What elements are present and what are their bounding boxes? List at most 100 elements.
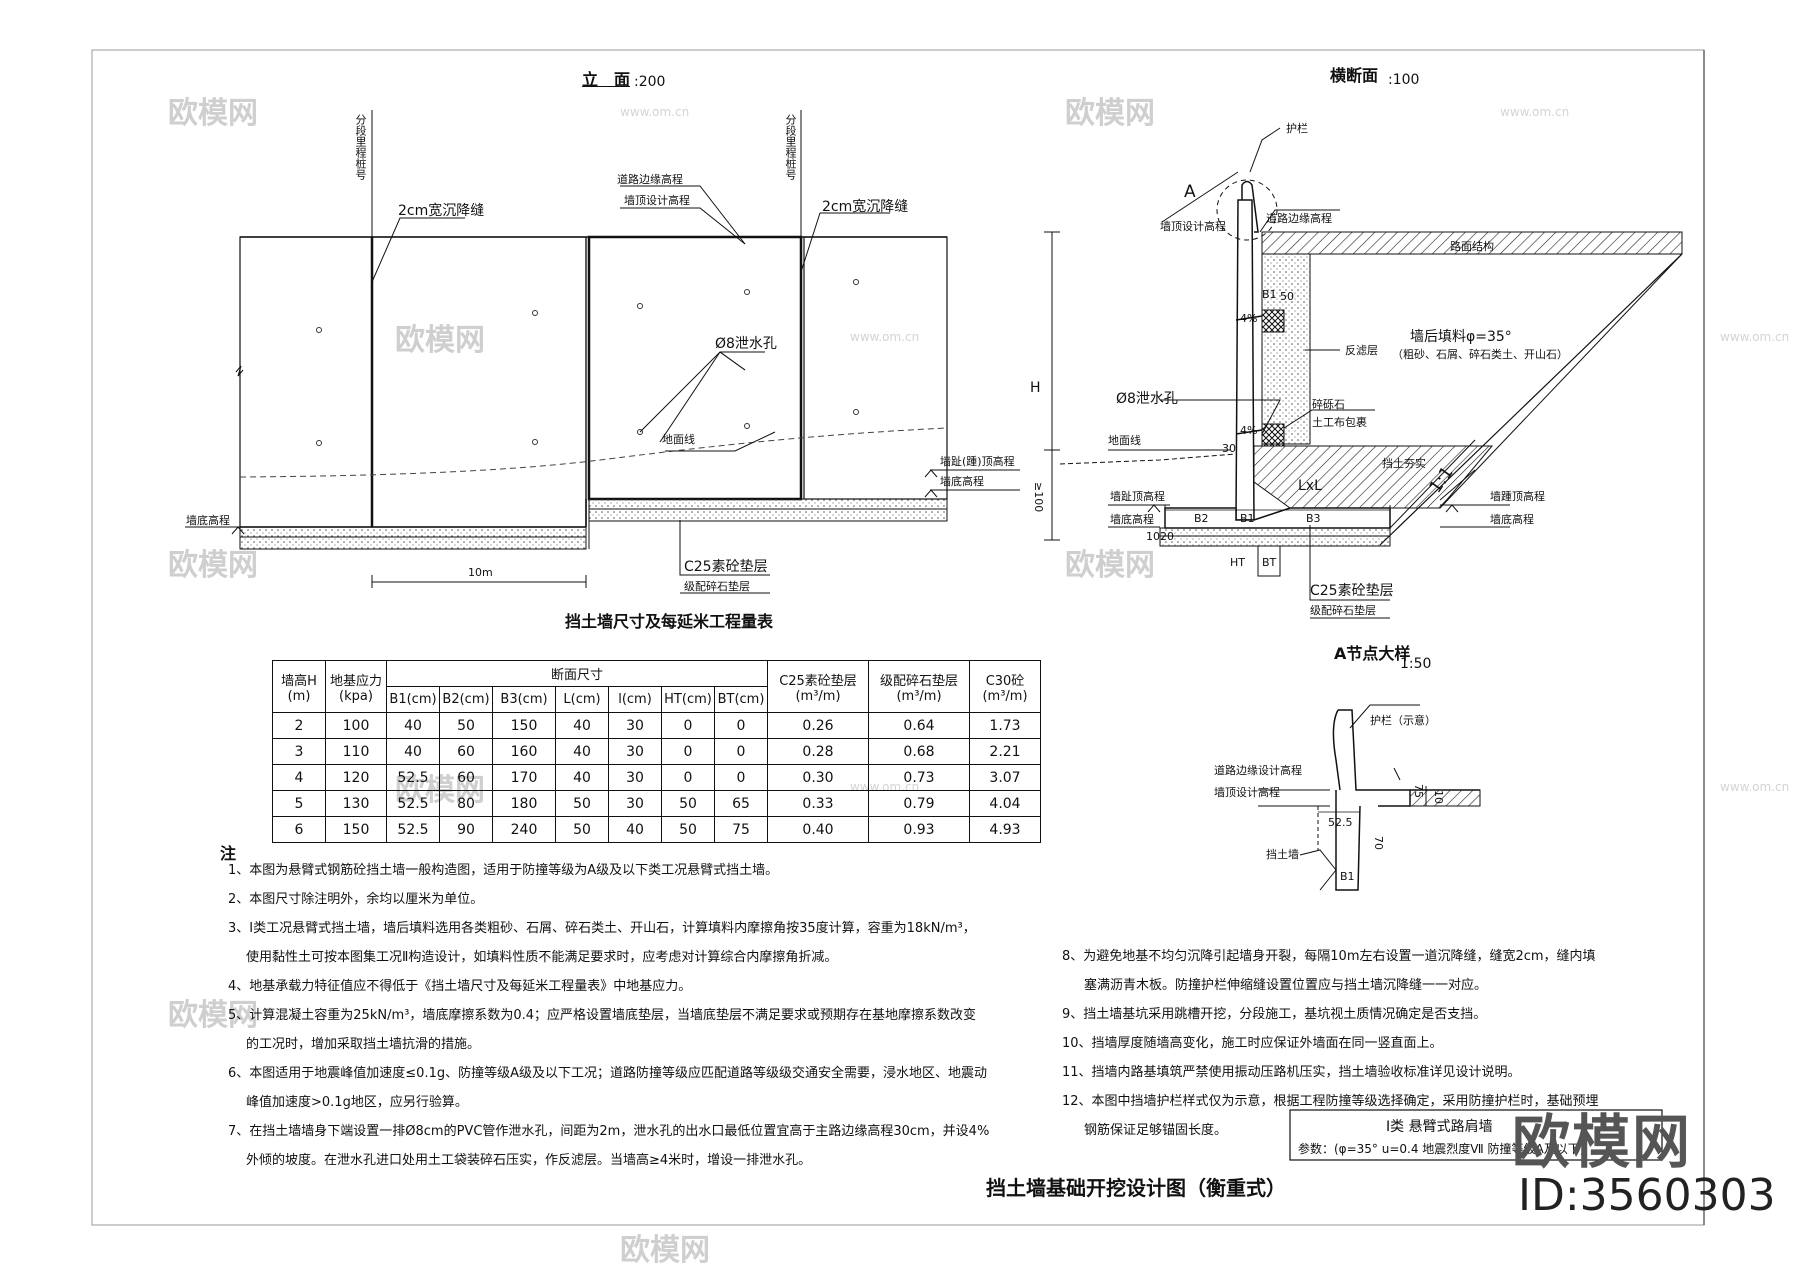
cell: 160 xyxy=(492,738,556,765)
cell: 30 xyxy=(608,712,662,739)
note-7b: 外倾的坡度。在泄水孔进口处用土工袋装碎石压实，作反滤层。当墙高≥4米时，增设一排… xyxy=(246,1153,812,1168)
cell: 30 xyxy=(608,790,662,817)
th-gravel: 级配碎石垫层 (m³/m) xyxy=(868,660,970,713)
guard-label: 护栏 xyxy=(1286,122,1308,135)
watermark-site: www.om.cn xyxy=(620,105,690,119)
note-1: 1、本图为悬臂式钢筋砼挡土墙一般构造图，适用于防撞等级为A级及以下类工况悬臂式挡… xyxy=(228,863,779,878)
heel-top-label-right: 墙踵顶高程 xyxy=(1490,490,1545,503)
cell: 40 xyxy=(386,712,440,739)
cell: 0.79 xyxy=(868,790,970,817)
detail-70: 70 xyxy=(1372,836,1385,850)
section-bottom-label: 墙底高程 xyxy=(1110,513,1154,526)
cell: 60 xyxy=(439,738,493,765)
sheet-title: 挡土墙基础开挖设计图（衡重式） xyxy=(986,1176,1286,1200)
cell: 65 xyxy=(714,790,768,817)
watermark: 欧模网 xyxy=(168,96,258,131)
watermark-site: www.om.cn xyxy=(1500,105,1570,119)
cell: 0 xyxy=(661,764,715,791)
th-pressure: 地基应力 (kpa) xyxy=(325,660,387,713)
b1-label: B1 xyxy=(1262,288,1277,301)
cell: 4.93 xyxy=(969,816,1041,843)
cell: 0.33 xyxy=(767,790,869,817)
notes-head: 注 xyxy=(220,844,237,863)
watermark-site: www.om.cn xyxy=(1720,780,1790,794)
cell: 52.5 xyxy=(386,816,440,843)
note-2: 2、本图尺寸除注明外，余均以厘米为单位。 xyxy=(228,892,484,907)
cell: 40 xyxy=(386,738,440,765)
note-7: 7、在挡土墙墙身下端设置一排Ø8cm的PVC管作泄水孔，间距为2m，泄水孔的出水… xyxy=(228,1124,990,1139)
dim-10: 10 xyxy=(1146,530,1160,543)
th-c30: C30砼 (m³/m) xyxy=(969,660,1041,713)
cell: 0 xyxy=(714,712,768,739)
cell: 0.93 xyxy=(868,816,970,843)
watermark: 欧模网 xyxy=(168,548,258,583)
fill-label: 墙后填料φ=35° xyxy=(1410,329,1512,345)
cell: 40 xyxy=(608,816,662,843)
cell: 2 xyxy=(272,712,326,739)
cell: 40 xyxy=(555,764,609,791)
watermark: 欧模网 xyxy=(168,998,258,1033)
detail-title: A节点大样 xyxy=(1334,644,1411,663)
cell: 180 xyxy=(492,790,556,817)
detail-10: 10 xyxy=(1432,790,1445,804)
th-b2: B2(cm) xyxy=(439,686,493,713)
cell: 0.40 xyxy=(767,816,869,843)
cell: 5 xyxy=(272,790,326,817)
cell: 50 xyxy=(439,712,493,739)
c25-label: C25素砼垫层 xyxy=(684,559,768,575)
division-label-left: 分段里程桩号 xyxy=(354,114,367,180)
note-6b: 峰值加速度>0.1g地区，应另行验算。 xyxy=(246,1095,468,1110)
watermark: 欧模网 xyxy=(395,323,485,358)
stamp-title: Ⅰ类 悬臂式路肩墙 xyxy=(1386,1119,1493,1135)
notes-left: 1、本图为悬臂式钢筋砼挡土墙一般构造图，适用于防撞等级为A级及以下类工况悬臂式挡… xyxy=(228,856,989,1175)
cell: 0 xyxy=(661,738,715,765)
joint-label-left: 2cm宽沉降缝 xyxy=(398,203,485,219)
cell: 1.73 xyxy=(969,712,1041,739)
th-ht: HT(cm) xyxy=(661,686,715,713)
detail-52-5: 52.5 xyxy=(1328,816,1353,829)
ge100-label: ≥100 xyxy=(1032,482,1045,513)
cell: 75 xyxy=(714,816,768,843)
elevation-view xyxy=(185,110,1020,594)
cell: 50 xyxy=(555,790,609,817)
section-drain-label: Ø8泄水孔 xyxy=(1116,391,1178,407)
section-wall-top-label: 墙顶设计高程 xyxy=(1160,220,1226,233)
cell: 120 xyxy=(325,764,387,791)
th-bt: BT(cm) xyxy=(714,686,768,713)
cell: 0.30 xyxy=(767,764,869,791)
cell: 3.07 xyxy=(969,764,1041,791)
b3-label: B3 xyxy=(1306,512,1321,525)
note-12: 12、本图中挡墙护栏样式仅为示意，根据工程防撞等级选择确定，采用防撞护栏时，基础… xyxy=(1062,1094,1599,1109)
section-bottom-label-right: 墙底高程 xyxy=(1490,513,1534,526)
section-c25-label: C25素砼垫层 xyxy=(1310,583,1394,599)
note-3: 3、Ⅰ类工况悬臂式挡土墙，墙后填料选用各类粗砂、石屑、碎石类土、开山石，计算填料… xyxy=(228,921,976,936)
section-title: 横断面 xyxy=(1330,66,1379,85)
filter-label: 反滤层 xyxy=(1345,344,1378,357)
slope-4pct: 4% xyxy=(1240,312,1258,325)
note-4: 4、地基承载力特征值应不得低于《挡土墙尺寸及每延米工程量表》中地基应力。 xyxy=(228,979,692,994)
gravel-bag-label: 碎砾石 xyxy=(1312,398,1345,411)
detail-wall-label: 挡土墙 xyxy=(1266,848,1299,861)
drain-label: Ø8泄水孔 xyxy=(715,336,777,352)
detail-guard-label: 护栏（示意） xyxy=(1370,714,1436,727)
detail-wall-top-label: 墙顶设计高程 xyxy=(1214,786,1280,799)
note-5: 5、计算混凝土容重为25kN/m³，墙底摩擦系数为0.4；应严格设置墙底垫层，当… xyxy=(228,1008,976,1023)
gravel-label: 级配碎石垫层 xyxy=(684,580,750,593)
fill-label-2: （粗砂、石屑、碎石类土、开山石） xyxy=(1392,348,1568,361)
brand-watermark: 欧模网 xyxy=(1512,1108,1693,1176)
cell: 4.04 xyxy=(969,790,1041,817)
th-section: 断面尺寸 xyxy=(386,660,768,687)
dim-30: 30 xyxy=(1222,442,1236,455)
detail-75: 75 xyxy=(1412,784,1425,798)
cell: 150 xyxy=(492,712,556,739)
note-8: 8、为避免地基不均匀沉降引起墙身开裂，每隔10m左右设置一道沉降缝，缝宽2cm，… xyxy=(1062,949,1596,964)
cell: 52.5 xyxy=(386,790,440,817)
cell: 0.26 xyxy=(767,712,869,739)
lxl-label: LxL xyxy=(1298,478,1322,494)
cross-section-view xyxy=(1044,127,1683,619)
